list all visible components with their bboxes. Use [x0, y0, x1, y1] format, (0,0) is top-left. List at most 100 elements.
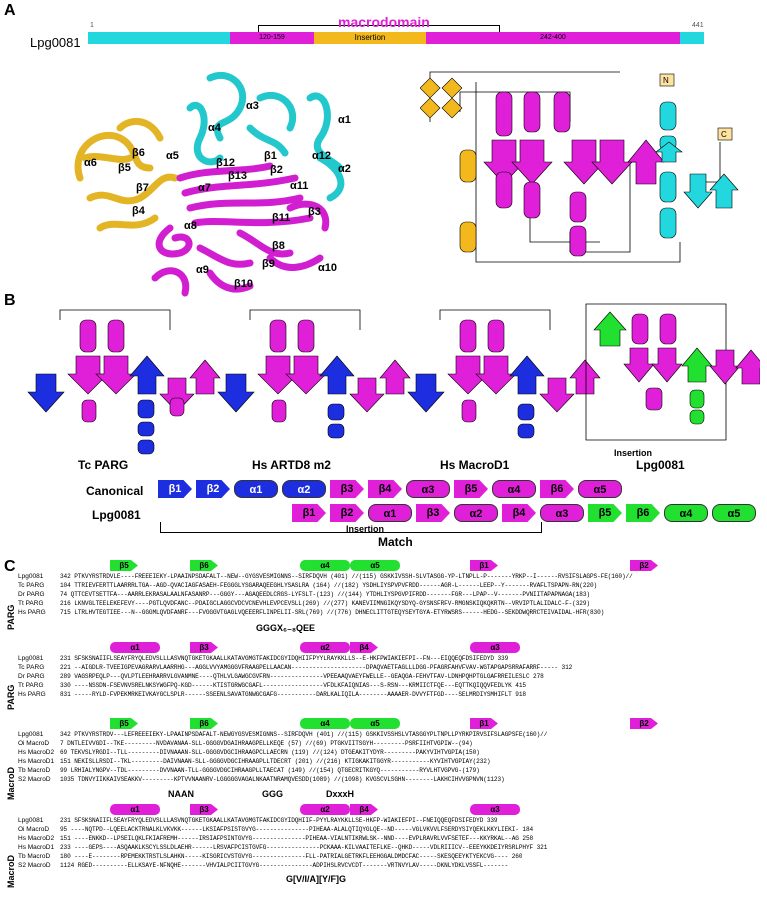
seq-row: 69 TEKVSLYRGDI--TLL---------DIVNAAAN-SLL…: [60, 749, 480, 756]
ss-strand-5: β2: [630, 560, 658, 571]
domain-start: 1: [90, 22, 94, 29]
bar-seg1: 120-159: [230, 32, 314, 44]
structure-labels: α3 α4 α1 α2 α6 β6 α5 β5 β7 β4 α7 β12 β13…: [0, 0, 400, 300]
ss-helix-2: α4: [300, 560, 350, 571]
ss-strand-3: β4: [350, 642, 378, 653]
label-a2: α2: [338, 163, 351, 175]
ss-strand-0: β5: [110, 560, 138, 571]
topo-name-lpg0081: Lpg0081: [636, 458, 685, 472]
helix-10: α5: [578, 480, 622, 498]
bar-cyan-left: [88, 32, 230, 44]
panel-label-c: C: [4, 558, 16, 575]
seq-name: Hs PARG: [18, 609, 46, 616]
strand-7: β5: [588, 504, 622, 522]
seq-name: S2 MacroD: [18, 862, 51, 869]
label-a9: α9: [196, 264, 209, 276]
seq-row: 342 PTKVYRSTRDVLE----FREEEIEKY-LPAAINPSD…: [60, 573, 633, 580]
label-b12: β12: [216, 157, 235, 169]
seq-row: 289 VAGSRPEQLP---QVLPTLEEHRARRVLGVANMNE-…: [60, 673, 544, 680]
label-a12: α12: [312, 150, 331, 162]
topo-lpg0081: [585, 303, 760, 441]
strand-1: β2: [196, 480, 230, 498]
helix-6: α3: [406, 480, 450, 498]
seq-row: 99 LRHIALYNGPV--TDL---------DVVNAAN-TLL-…: [60, 767, 480, 774]
label-a7: α7: [198, 182, 211, 194]
ss-helix-3: α5: [350, 560, 400, 571]
seq-row: 7 DNTLEIVVGDI--TKE---------NVDAVANAA-SLL…: [60, 740, 473, 747]
strand-5: β4: [502, 504, 536, 522]
label-b9: β9: [262, 258, 275, 270]
group-parg-2: PARG: [6, 684, 16, 710]
ss-strand-1: β3: [190, 804, 218, 815]
seq-name: Tt PARG: [18, 600, 44, 607]
panel-label-a: A: [4, 2, 16, 19]
seq-row: 180 ----E--------RPEMEKKTRSTLSLAHKN-----…: [60, 853, 523, 860]
ss-strand-1: β3: [190, 642, 218, 653]
label-a10: α10: [318, 262, 337, 274]
seq-name: Lpg0081: [18, 731, 44, 738]
seq-row: 233 ----GEPS----ASQAAKLKSCYLSSLDLAEHR---…: [60, 844, 548, 851]
seq-row: 104 TTRIEVFERTTLAARRRLTGA--AGD-QVACIAGFA…: [60, 582, 598, 589]
strand-3: β3: [416, 504, 450, 522]
seq-row: 715 LTRLHVTEGTIEE---N--GGGMLQVDFANRF---F…: [60, 609, 605, 616]
topo-name-hs-macrod1: Hs MacroD1: [440, 458, 510, 472]
topology-a: N C: [420, 71, 739, 263]
seq-name: Oi MacroD: [18, 740, 50, 747]
topo-hs-artd8: [217, 309, 411, 439]
label-a11: α11: [290, 180, 309, 192]
topo-name-tc-parg: Tc PARG: [78, 458, 129, 472]
group-parg-1: PARG: [6, 604, 16, 630]
seq-name: Hs MacroD2: [18, 835, 55, 842]
label-b11: β11: [272, 212, 291, 224]
seq-name: Hs MacroD2: [18, 749, 55, 756]
match-label: Match: [378, 535, 413, 549]
label-b3: β3: [308, 206, 321, 218]
label-a8: α8: [184, 220, 197, 232]
seq-name: Dr PARG: [18, 673, 45, 680]
seq-row: 74 QTTCEVTSETTFA---AARRLEKRASALAALNFASAN…: [60, 591, 590, 598]
ss-strand-4: β1: [470, 718, 498, 729]
seq-row: 151 NEKISLLRSDI--TKL---------DAIVNAAN-SL…: [60, 758, 491, 765]
ss-helix-3: α5: [350, 718, 400, 729]
macrodomain-label: macrodomain: [338, 14, 430, 30]
seq-row: 221 --AIGDLR-TVEEIGPEVAGRARVLAARRHG---AG…: [60, 664, 573, 671]
block3-motif-ggg: GGG: [262, 789, 284, 799]
seq-name: Tb MacroD: [18, 767, 51, 774]
seq-name: Lpg0081: [18, 655, 44, 662]
topo-tc-parg: [27, 309, 221, 455]
helix-8: α4: [492, 480, 536, 498]
label-a1: α1: [338, 114, 351, 126]
label-b6: β6: [132, 147, 145, 159]
ss-strand-4: β1: [470, 560, 498, 571]
seq-row: 231 SFSKSNAIIFLSEAYFRYQLEDVSLLLASVNQTGKE…: [60, 817, 498, 824]
block3-motif-naan: NAAN: [168, 789, 194, 799]
ribbon-structure: [74, 71, 345, 297]
insertion-linear-label: Insertion: [346, 524, 385, 534]
topo-hs-macrod1: [407, 309, 601, 439]
bar-insertion: Insertion: [314, 32, 426, 44]
topo-a-c: C: [721, 130, 727, 139]
seq-name: Hs PARG: [18, 691, 46, 698]
label-b8: β8: [272, 240, 285, 252]
group-macrod-2: MacroD: [6, 854, 16, 888]
ss-helix-2: α4: [300, 718, 350, 729]
seq-row: 1035 TDNVYIIKKAIVSEAKKV---------KPTVVNAA…: [60, 776, 505, 783]
seq-name: Hs MacroD1: [18, 758, 55, 765]
label-a5: α5: [166, 150, 179, 162]
seq-row: 151 ----ENKKD--LPSEILQKLFKIAFREMH------I…: [60, 835, 534, 842]
seq-name: Tc PARG: [18, 582, 45, 589]
strand-8: β6: [626, 504, 660, 522]
topo-name-hs-artd8: Hs ARTD8 m2: [252, 458, 331, 472]
label-b1: β1: [264, 150, 277, 162]
ss-strand-3: β4: [350, 804, 378, 815]
strand-9: β6: [540, 480, 574, 498]
helix-6: α3: [540, 504, 584, 522]
ss-helix-0: α1: [110, 642, 160, 653]
seq-row: 216 LKNVGLTEELEKEFEVY----PGTLQVDFANC--PD…: [60, 600, 590, 607]
topo-insertion-label: Insertion: [614, 448, 653, 458]
ss-helix-2: α2: [300, 804, 350, 815]
block4-motif: G[V/I/A][Y/F]G: [286, 874, 346, 884]
